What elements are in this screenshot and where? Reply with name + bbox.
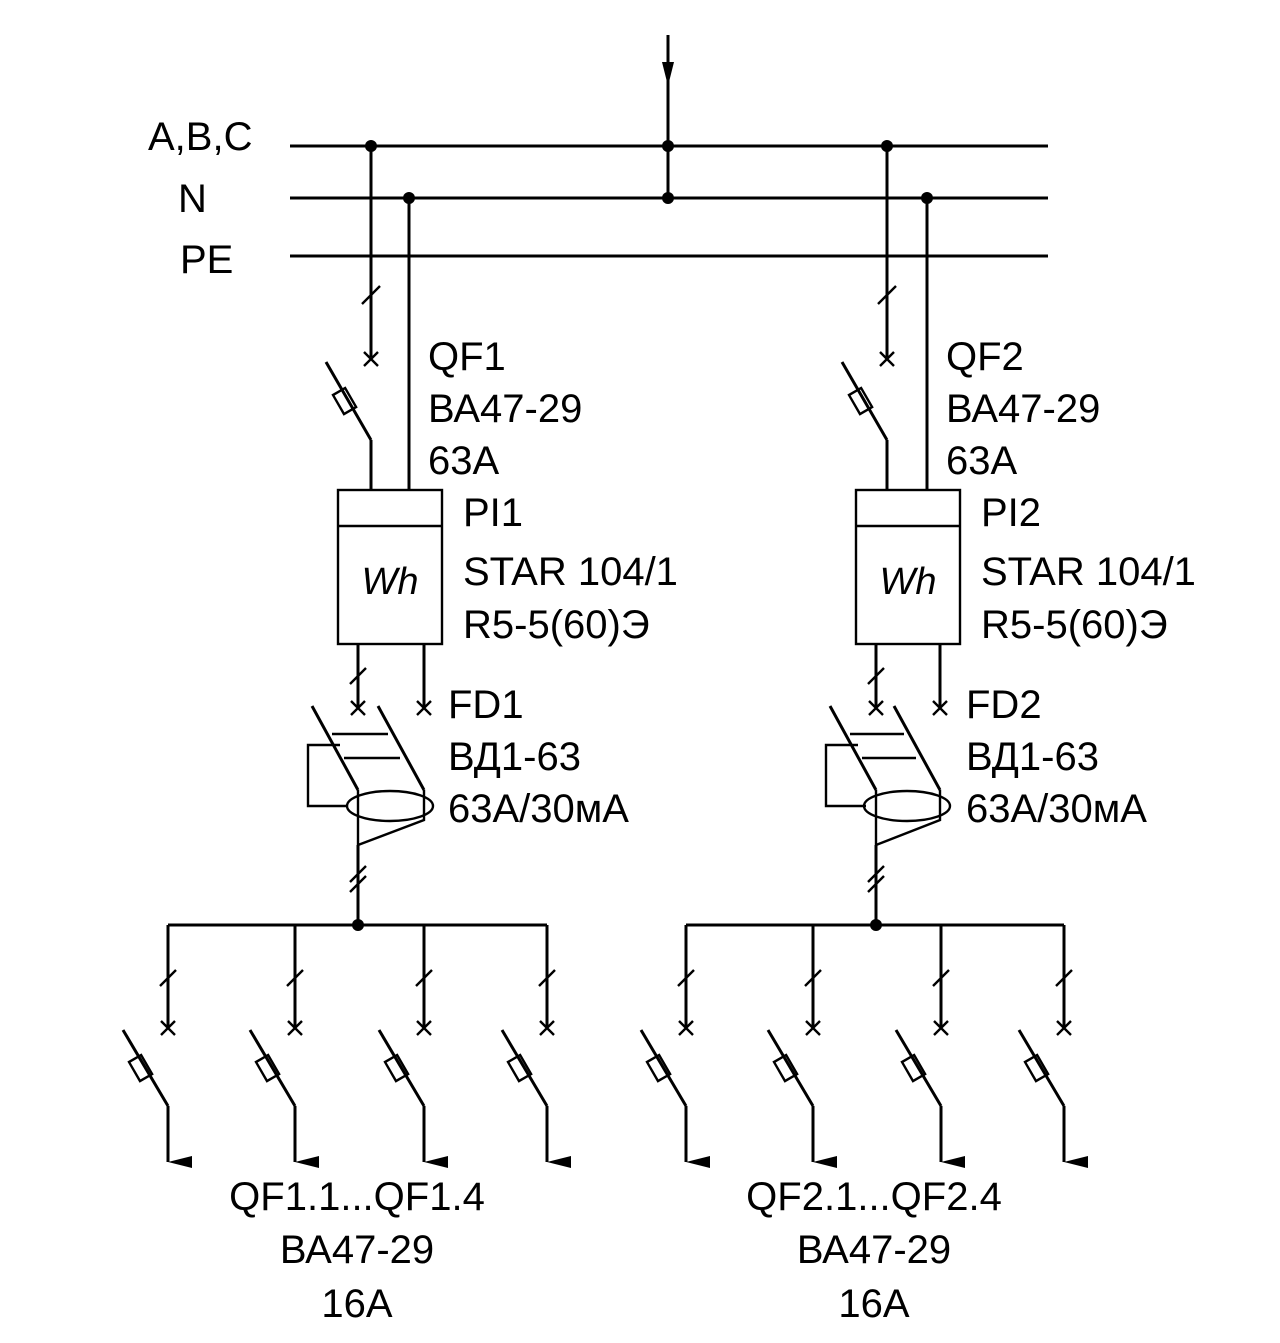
rcd-trip-link [356, 790, 426, 847]
meter-pi1-symbol: Wh [336, 488, 444, 646]
meter-spec: R5-5(60)Э [463, 603, 650, 647]
meter-wh-symbol: Wh [362, 561, 419, 603]
contact-cross-icon [879, 351, 895, 367]
thermal-release-icon [847, 386, 874, 416]
rcd-id: FD2 [966, 683, 1042, 727]
single-wire-tick-icon [867, 667, 885, 685]
rcd-contact-blade [376, 705, 426, 791]
breaker-model: ВА47-29 [428, 387, 582, 431]
busbars: A,B,C N PE [148, 115, 1048, 282]
meter-model: STAR 104/1 [463, 550, 678, 594]
outgoing-model: ВА47-29 [797, 1228, 951, 1272]
incoming-arrow-icon [662, 62, 674, 86]
rcd-test-loop [824, 743, 866, 808]
contact-cross-icon [350, 700, 366, 716]
contact-cross-icon [932, 700, 948, 716]
junction-dot [662, 140, 674, 152]
current-transformer-icon [862, 789, 952, 823]
meter-box [336, 488, 444, 646]
bus-label-neutral: N [178, 177, 207, 221]
breaker-rating: 63A [946, 439, 1017, 483]
breaker-rating: 63A [428, 439, 499, 483]
breaker-qf2-symbol [840, 351, 895, 490]
thermal-release-icon [331, 386, 358, 416]
breaker-id: QF2 [946, 335, 1024, 379]
outgoing-breakers [639, 925, 1088, 1168]
rcd-id: FD1 [448, 683, 524, 727]
outgoing-breaker [1017, 925, 1088, 1168]
rcd-contact-blade [892, 705, 942, 791]
double-wire-tick-icon [867, 875, 885, 893]
outgoing-breaker [639, 925, 710, 1168]
contact-cross-icon [416, 700, 432, 716]
meter-pi2-symbol: Wh [854, 488, 962, 646]
current-transformer-icon [345, 789, 435, 823]
double-wire-tick-icon [349, 865, 367, 883]
rcd-contact-blade [310, 705, 360, 791]
double-wire-tick-icon [867, 865, 885, 883]
single-wire-tick-icon [361, 285, 381, 305]
rcd-rating: 63А/30мА [966, 787, 1147, 831]
rcd-model: ВД1-63 [448, 735, 581, 779]
breaker-contact-blade [324, 361, 373, 441]
meter-spec: R5-5(60)Э [981, 603, 1168, 647]
group-2: QF2 ВА47-29 63A Wh PI2 STAR 104/1 R5-5(6… [639, 140, 1196, 1326]
outgoing-breaker [121, 925, 192, 1168]
group-1: QF1 ВА47-29 63A Wh PI1 STAR 104/1 R5-5(6… [121, 140, 678, 1326]
meter-box [854, 488, 962, 646]
outgoing-breaker [248, 925, 319, 1168]
breaker-id: QF1 [428, 335, 506, 379]
meter-id: PI2 [981, 491, 1041, 535]
outgoing-breaker [377, 925, 448, 1168]
incoming-feed [662, 35, 674, 204]
rcd-fd1-symbol [306, 700, 435, 925]
rcd-fd2-symbol [824, 700, 952, 925]
breaker-contact-blade [840, 361, 889, 441]
outgoing-rating: 16А [838, 1282, 909, 1326]
rcd-trip-link [874, 790, 942, 847]
rcd-model: ВД1-63 [966, 735, 1099, 779]
outgoing-breaker [500, 925, 571, 1168]
meter-id: PI1 [463, 491, 523, 535]
meter-wh-symbol: Wh [880, 561, 937, 603]
breaker-qf1-symbol [324, 351, 379, 490]
breaker-model: ВА47-29 [946, 387, 1100, 431]
bus-label-phases: A,B,C [148, 115, 252, 159]
rcd-contact-blade [828, 705, 878, 791]
outgoing-breaker [894, 925, 965, 1168]
single-wire-tick-icon [349, 667, 367, 685]
contact-cross-icon [868, 700, 884, 716]
meter-model: STAR 104/1 [981, 550, 1196, 594]
outgoing-breaker [766, 925, 837, 1168]
outgoing-model: ВА47-29 [280, 1228, 434, 1272]
double-wire-tick-icon [349, 875, 367, 893]
rcd-test-loop [306, 743, 348, 808]
outgoing-ids: QF2.1...QF2.4 [746, 1175, 1002, 1219]
outgoing-ids: QF1.1...QF1.4 [229, 1175, 485, 1219]
outgoing-breakers [121, 925, 571, 1168]
outgoing-rating: 16А [321, 1282, 392, 1326]
contact-cross-icon [363, 351, 379, 367]
rcd-rating: 63А/30мА [448, 787, 629, 831]
bus-label-pe: PE [180, 238, 233, 282]
single-wire-tick-icon [877, 285, 897, 305]
junction-dot [662, 192, 674, 204]
